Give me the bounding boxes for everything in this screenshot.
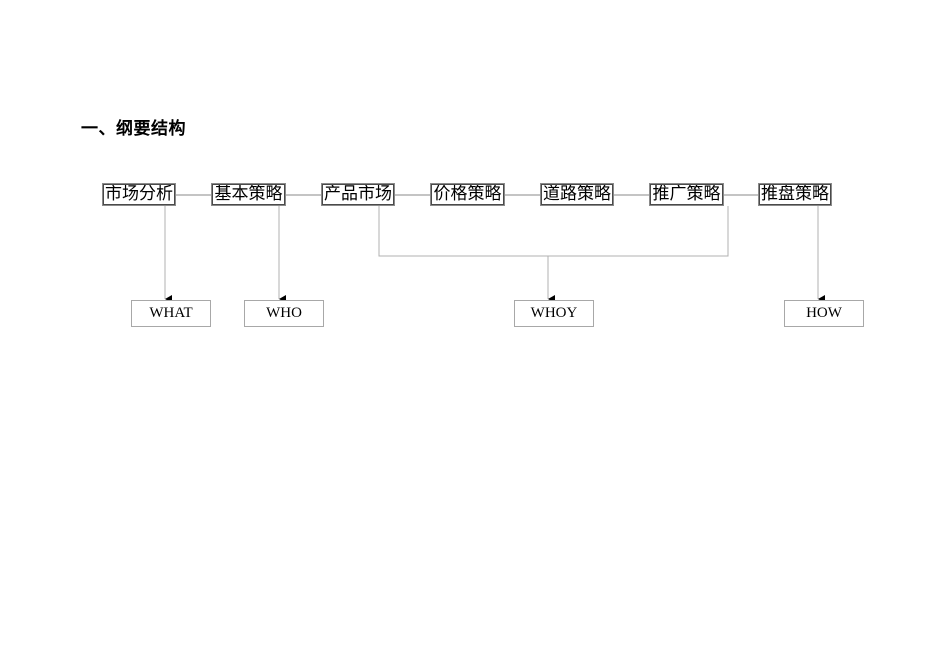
output-how: HOW: [784, 300, 864, 327]
output-what: WHAT: [131, 300, 211, 327]
output-who: WHO: [244, 300, 324, 327]
node-basic-strategy: 基本策略: [211, 183, 286, 206]
node-market-analysis: 市场分析: [102, 183, 176, 206]
node-price-strategy: 价格策略: [430, 183, 505, 206]
section-heading: 一、纲要结构: [81, 119, 186, 139]
node-channel-strategy: 道路策略: [540, 183, 614, 206]
bracket-line: [378, 206, 729, 257]
output-whoy: WHOY: [514, 300, 594, 327]
node-product-market: 产品市场: [321, 183, 395, 206]
node-release-strategy: 推盘策略: [758, 183, 832, 206]
node-promotion-strategy: 推广策略: [649, 183, 724, 206]
